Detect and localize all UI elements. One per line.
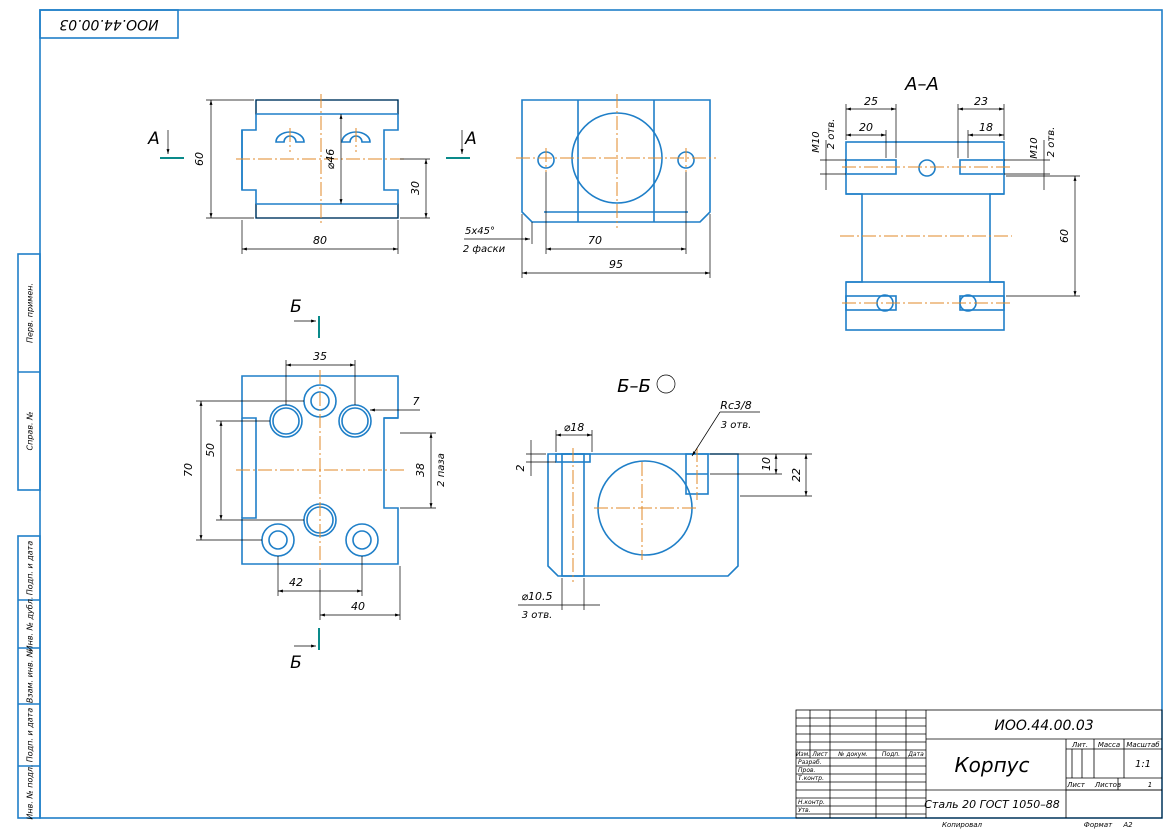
tb-header-sign: Подп. <box>882 751 900 758</box>
front-dim-bore: ⌀46 <box>324 149 337 170</box>
bottom-dim-slot-note: 2 паза <box>436 453 447 487</box>
tb-role-tech-control: Т.контр. <box>798 775 824 782</box>
tb-sheet-label: Лист <box>1066 781 1086 789</box>
bb-dim-22: 22 <box>790 468 803 482</box>
aa-dim-23: 23 <box>974 95 988 108</box>
tb-header-date: Дата <box>907 751 924 758</box>
section-b-bottom-label: Б <box>290 653 302 673</box>
aa-dim-height: 60 <box>1058 229 1071 243</box>
tb-role-developer: Разраб. <box>798 759 822 766</box>
aa-dim-holes-right: 2 отв. <box>1046 127 1057 158</box>
tb-role-approver: Утв. <box>798 807 811 814</box>
aa-dim-m10-left: М10 <box>811 131 822 152</box>
stamp-first-use: Перв. примен. <box>26 283 35 343</box>
bb-dim-2: 2 <box>514 465 527 472</box>
stamp-sign-date-1: Подп. и дата <box>26 541 35 596</box>
tb-scale-label: Масштаб <box>1126 741 1160 749</box>
title-block <box>795 709 1163 819</box>
bottom-dim-42: 42 <box>289 576 303 589</box>
tb-copied-label: Копировал <box>942 821 983 829</box>
top-dim-holes: 70 <box>588 234 602 247</box>
title-designation: ИОО.44.00.03 <box>994 718 1093 734</box>
tb-header-list: Лист <box>811 751 828 758</box>
stamp-reference-no: Справ. № <box>26 412 35 451</box>
tb-sheets-label: Листов <box>1094 781 1121 789</box>
section-b-top-label: Б <box>290 297 302 317</box>
bb-dim-18: ⌀18 <box>564 421 585 434</box>
tb-sheets-count: 1 <box>1148 781 1152 789</box>
aa-dim-m10-right: М10 <box>1029 137 1040 158</box>
aa-dim-25: 25 <box>864 95 878 108</box>
rotated-drawing-number: ИОО.44.00.03 <box>59 16 158 32</box>
bb-dim-10: 10 <box>760 457 773 471</box>
sheet-frame <box>39 9 1163 819</box>
title-part-name: Корпус <box>954 753 1029 777</box>
bottom-dim-38: 38 <box>414 463 427 477</box>
bb-dim-thread-note: 3 отв. <box>721 420 752 431</box>
stamp-duplicate-no: Инв. № дубл. <box>26 597 35 652</box>
section-aa-view <box>820 104 1080 331</box>
bottom-view <box>196 316 436 650</box>
section-bb-view <box>518 374 812 610</box>
tb-header-izm: Изм. <box>796 751 810 758</box>
tb-role-norm-control: Н.контр. <box>798 799 825 806</box>
bb-dim-105: ⌀10.5 <box>521 590 552 603</box>
section-aa-title: А–А <box>904 74 939 95</box>
bottom-dim-35: 35 <box>313 350 327 363</box>
tb-header-doc: № докум. <box>837 751 868 758</box>
bottom-dim-40: 40 <box>351 600 365 613</box>
aa-dim-holes-left: 2 отв. <box>826 119 837 150</box>
stamp-original-no: Инв. № подл. <box>26 764 35 819</box>
tb-format-label: Формат <box>1084 821 1113 829</box>
bottom-dim-7: 7 <box>413 395 420 408</box>
stamp-replace-no: Взам. инв. № <box>26 649 35 703</box>
front-view <box>160 94 470 254</box>
aa-dim-18: 18 <box>979 121 993 134</box>
top-dim-width: 95 <box>609 258 623 271</box>
aa-dim-20: 20 <box>859 121 873 134</box>
front-dim-step: 30 <box>409 181 422 195</box>
front-dim-width: 80 <box>313 234 327 247</box>
bottom-dim-70: 70 <box>182 463 195 477</box>
bottom-dim-50: 50 <box>204 443 217 457</box>
tb-lit-label: Лит. <box>1071 741 1088 749</box>
tb-mass-label: Масса <box>1098 741 1120 749</box>
tb-role-checker: Пров. <box>798 767 816 774</box>
side-stamp-columns <box>17 253 41 819</box>
front-dim-height: 60 <box>193 152 206 166</box>
top-dim-chamfer-note: 2 фаски <box>463 244 506 255</box>
top-dim-chamfer: 5x45° <box>465 226 495 237</box>
tb-format-value: А2 <box>1122 821 1133 829</box>
tb-scale-value: 1:1 <box>1135 759 1151 770</box>
section-bb-title: Б–Б <box>617 376 651 397</box>
top-view <box>464 94 716 278</box>
bb-dim-thread: Rc3/8 <box>720 399 751 412</box>
stamp-sign-date-2: Подп. и дата <box>26 708 35 763</box>
section-a-left-label: А <box>147 129 160 149</box>
title-material: Сталь 20 ГОСТ 1050–88 <box>924 798 1060 811</box>
section-a-right-label: А <box>464 129 477 149</box>
bb-dim-105-note: 3 отв. <box>522 610 553 621</box>
